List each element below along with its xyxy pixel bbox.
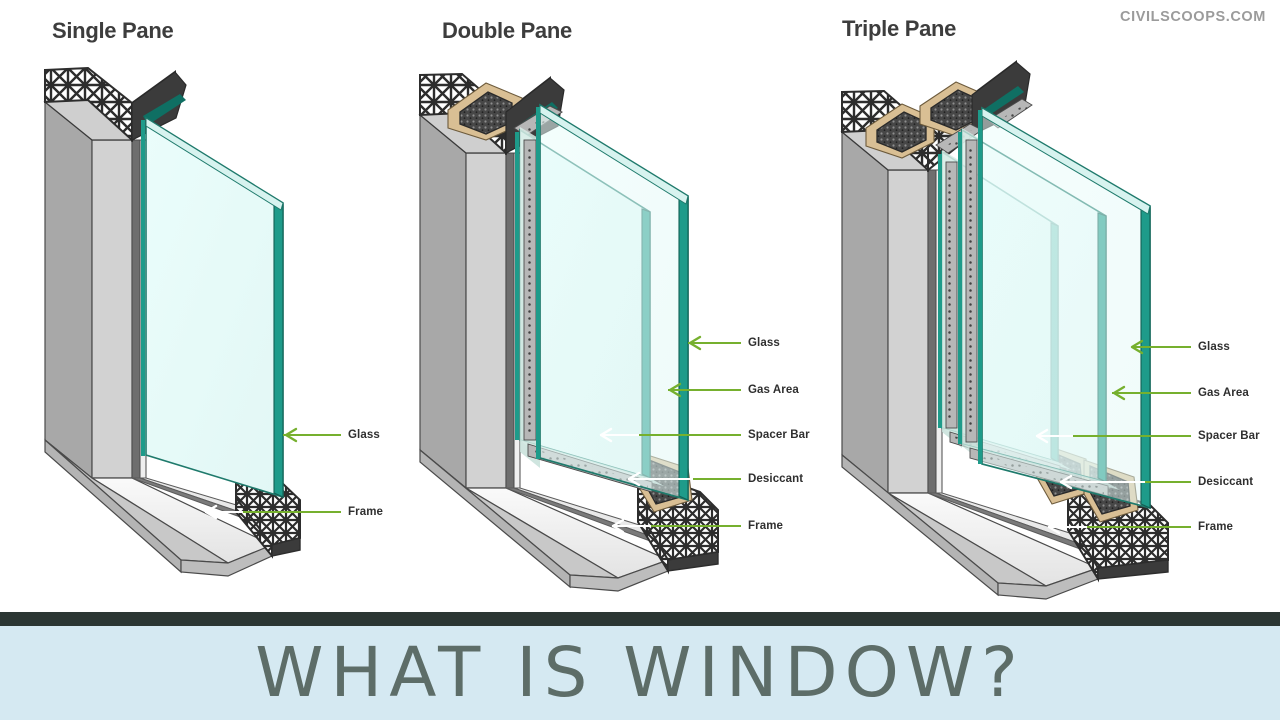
frame-left-jamb <box>419 113 521 490</box>
label-triple-glass: Glass <box>1198 341 1230 353</box>
glass-pane-outer <box>978 106 1151 510</box>
label-triple-frame: Frame <box>1198 521 1234 533</box>
frame-sill <box>419 448 670 592</box>
glass-pane-1 <box>141 116 284 499</box>
glass-pane-outer <box>536 103 689 502</box>
window-diagram-single-pane <box>43 66 341 577</box>
label-triple-gas-area: Gas Area <box>1198 387 1249 399</box>
label-single-glass: Glass <box>348 429 380 441</box>
label-double-spacer-bar: Spacer Bar <box>748 429 810 441</box>
label-double-frame: Frame <box>748 520 784 532</box>
callouts-triple <box>1035 339 1191 535</box>
label-triple-spacer-bar: Spacer Bar <box>1198 430 1260 442</box>
pane-title-triple: Triple Pane <box>842 16 957 41</box>
pane-title-double: Double Pane <box>442 18 572 43</box>
frame-left-jamb <box>841 130 943 495</box>
window-diagram-triple-pane <box>840 60 1191 600</box>
callouts-single <box>204 427 341 520</box>
frame-left-jamb <box>44 100 147 480</box>
label-double-desiccant: Desiccant <box>748 473 804 485</box>
label-triple-desiccant: Desiccant <box>1198 476 1254 488</box>
frame-sill <box>841 453 1100 600</box>
banner-divider-bar <box>0 612 1280 626</box>
frame-head-cut <box>840 60 1033 173</box>
frame-sill <box>44 438 281 577</box>
label-single-frame: Frame <box>348 506 384 518</box>
banner-heading: WHAT IS WINDOW? <box>255 633 1025 713</box>
label-double-glass: Glass <box>748 337 780 349</box>
banner: WHAT IS WINDOW? <box>0 626 1280 720</box>
frame-head-cut <box>43 66 187 143</box>
label-double-gas-area: Gas Area <box>748 384 799 396</box>
callouts-double <box>599 335 741 534</box>
pane-title-single: Single Pane <box>52 18 174 43</box>
window-diagram-double-pane <box>418 72 741 592</box>
watermark: CIVILSCOOPS.COM <box>1120 9 1266 25</box>
